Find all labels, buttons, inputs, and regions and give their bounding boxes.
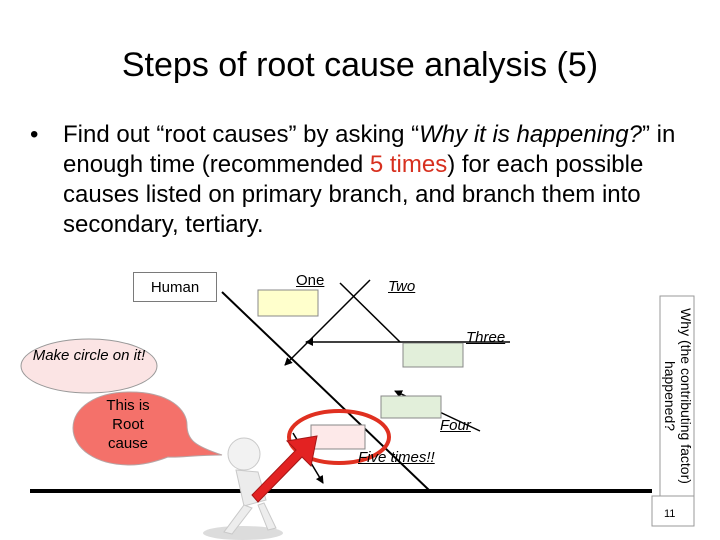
box-three — [402, 342, 464, 368]
label-one: One — [296, 272, 325, 289]
bullet-text-part: ) for each possible causes listed on pri… — [63, 151, 644, 238]
label-three: Three — [466, 329, 506, 346]
label-two: Two — [388, 278, 416, 295]
page-number-frame — [651, 495, 695, 527]
why-contributing-factor-label: Why (the contributing factor) happened? — [660, 296, 694, 496]
bullet-question: Why it is happening? — [419, 121, 642, 148]
slide-title: Steps of root cause analysis (5) — [121, 46, 599, 84]
box-five — [310, 424, 366, 450]
root-cause-text: This is Root cause — [106, 397, 150, 452]
box-one — [257, 289, 319, 317]
bullet-mark: • — [30, 121, 39, 148]
page-number: 11 — [664, 508, 676, 520]
five-times-highlight: 5 times — [369, 151, 448, 178]
make-circle-callout — [20, 338, 158, 394]
why-label-frame — [659, 295, 695, 497]
bone-two — [339, 282, 401, 343]
bullet-text: Find out “root causes” by asking “Why it… — [63, 120, 693, 240]
primary-bone — [221, 291, 431, 492]
root-cause-callout — [72, 391, 223, 466]
box-four — [380, 395, 442, 419]
human-category-box: Human — [133, 272, 217, 302]
bullet-text-part: ” in enough time (recommended — [63, 121, 676, 178]
bone-one — [284, 279, 371, 366]
label-five-times: Five times!! — [358, 449, 435, 466]
why-label-line1: Why (the contributing factor) — [678, 308, 694, 484]
why-label-line2: happened? — [662, 360, 678, 432]
pushing-figure-icon — [203, 437, 283, 540]
label-four: Four — [440, 417, 471, 434]
red-arrow-icon — [251, 435, 318, 503]
root-cause-circle — [287, 409, 391, 465]
make-circle-text: Make circle on it! — [32, 347, 146, 364]
bullet-text-part: Find out “root causes” by asking “ — [63, 121, 420, 148]
